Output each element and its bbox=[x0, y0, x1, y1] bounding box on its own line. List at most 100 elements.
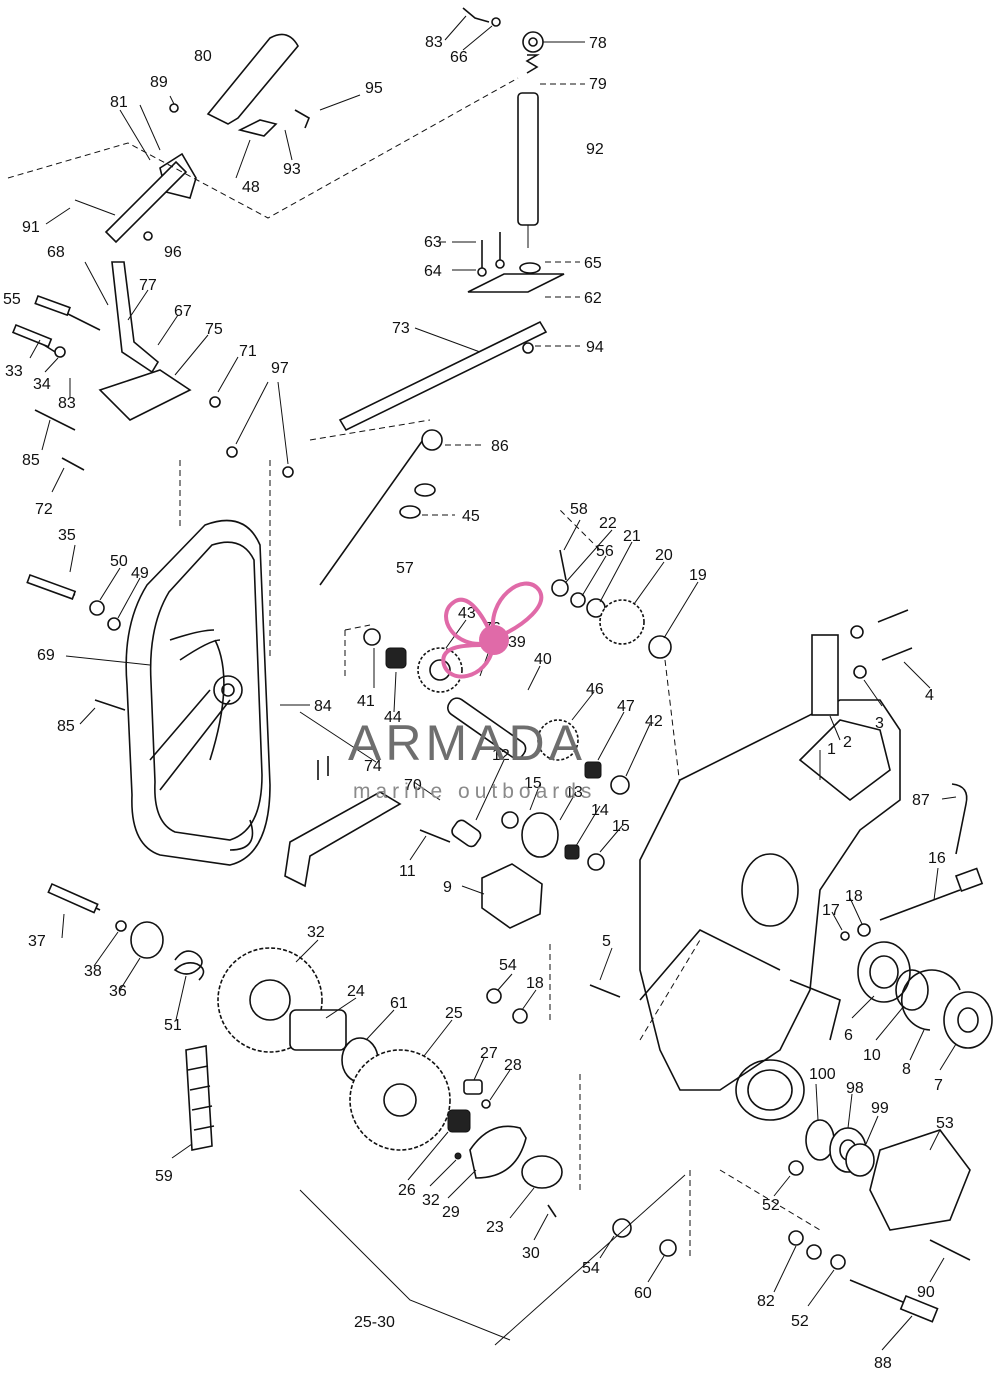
nut-97b bbox=[282, 466, 294, 478]
callout-46: 46 bbox=[586, 681, 604, 698]
rod-end-78 bbox=[522, 31, 544, 53]
main-case-1 bbox=[639, 699, 901, 1121]
bolts-4 bbox=[877, 609, 913, 661]
washer-49 bbox=[107, 617, 121, 631]
shift-shaft-73 bbox=[338, 320, 548, 432]
gear-43 bbox=[417, 647, 463, 693]
callout-28: 28 bbox=[504, 1057, 522, 1074]
bearing-6 bbox=[857, 941, 911, 1003]
callout-60: 60 bbox=[634, 1285, 652, 1302]
clip-93 bbox=[237, 119, 278, 137]
sprocket-46 bbox=[537, 719, 579, 761]
callout-75: 75 bbox=[205, 321, 223, 338]
callout-38: 38 bbox=[84, 963, 102, 980]
callout-84: 84 bbox=[314, 698, 332, 715]
chaincase-cover-69 bbox=[125, 519, 271, 866]
callout-18a: 18 bbox=[845, 888, 863, 905]
callout-41: 41 bbox=[357, 693, 375, 710]
callout-59: 59 bbox=[155, 1168, 173, 1185]
clip-87 bbox=[951, 783, 968, 855]
washer-82b bbox=[806, 1244, 822, 1260]
washer-38 bbox=[115, 920, 127, 932]
callout-64: 64 bbox=[424, 263, 442, 280]
callout-26: 26 bbox=[398, 1182, 416, 1199]
callout-23: 23 bbox=[486, 1219, 504, 1236]
callout-33: 33 bbox=[5, 363, 23, 380]
callout-9: 9 bbox=[443, 879, 452, 896]
pins bbox=[317, 756, 329, 780]
shift-block-75 bbox=[98, 369, 192, 421]
washer-42 bbox=[610, 775, 630, 795]
callout-4: 4 bbox=[925, 687, 934, 704]
callout-52a: 52 bbox=[762, 1197, 780, 1214]
callout-62: 62 bbox=[584, 290, 602, 307]
callout-40: 40 bbox=[534, 651, 552, 668]
bolt-85-lower bbox=[94, 699, 126, 711]
callout-69: 69 bbox=[37, 647, 55, 664]
callout-43: 43 bbox=[458, 605, 476, 622]
callout-88: 88 bbox=[874, 1355, 892, 1372]
bearing-47 bbox=[584, 761, 602, 779]
washer-19 bbox=[648, 635, 672, 659]
washer-18 bbox=[857, 923, 871, 937]
callout-36: 36 bbox=[109, 983, 127, 1000]
callout-15a: 15 bbox=[524, 775, 542, 792]
nut-54a bbox=[486, 988, 502, 1004]
callout-94: 94 bbox=[586, 339, 604, 356]
callout-34: 34 bbox=[33, 376, 51, 393]
callout-90: 90 bbox=[917, 1284, 935, 1301]
spring-79 bbox=[525, 54, 540, 74]
bolt-90 bbox=[929, 1239, 971, 1261]
callout-24: 24 bbox=[347, 983, 365, 1000]
callout-100: 100 bbox=[809, 1066, 836, 1083]
callout-35: 35 bbox=[58, 527, 76, 544]
callout-16: 16 bbox=[928, 850, 946, 867]
callout-44: 44 bbox=[384, 709, 402, 726]
callout-29: 29 bbox=[442, 1204, 460, 1221]
screw-30 bbox=[547, 1204, 557, 1218]
callout-93: 93 bbox=[283, 161, 301, 178]
callout-22: 22 bbox=[599, 515, 617, 532]
pin-95 bbox=[294, 109, 311, 129]
callout-13: 13 bbox=[565, 784, 583, 801]
callout-92: 92 bbox=[586, 141, 604, 158]
callout-91: 91 bbox=[22, 219, 40, 236]
roller-13 bbox=[521, 812, 559, 858]
pin-5 bbox=[589, 984, 621, 998]
callout-5: 5 bbox=[602, 933, 611, 950]
bolt-16 bbox=[879, 889, 961, 921]
washer-34 bbox=[54, 346, 66, 358]
plate-29 bbox=[469, 1125, 527, 1179]
gear-25 bbox=[349, 1049, 451, 1151]
screw-28 bbox=[481, 1099, 491, 1109]
callout-68: 68 bbox=[47, 244, 65, 261]
callout-47: 47 bbox=[617, 698, 635, 715]
tensioner-9 bbox=[481, 863, 543, 929]
callout-42: 42 bbox=[645, 713, 663, 730]
callout-55: 55 bbox=[3, 291, 21, 308]
washer-82a bbox=[788, 1230, 804, 1246]
bearing-44 bbox=[385, 647, 407, 669]
washer-18b bbox=[512, 1008, 528, 1024]
bearing-26 bbox=[447, 1109, 471, 1133]
nut-71 bbox=[209, 396, 221, 408]
washer-3b bbox=[853, 665, 867, 679]
callout-labels: 1 2 3 4 5 6 7 8 9 10 11 12 13 14 15 15 1… bbox=[3, 34, 954, 1372]
callout-2: 2 bbox=[843, 734, 852, 751]
callout-83b: 83 bbox=[58, 395, 76, 412]
bolt-85 bbox=[34, 409, 76, 431]
callout-14: 14 bbox=[591, 802, 609, 819]
screw-89 bbox=[169, 103, 179, 113]
washer-15 bbox=[587, 853, 605, 871]
callout-6: 6 bbox=[844, 1027, 853, 1044]
shift-linkage-group bbox=[7, 7, 585, 660]
callout-20: 20 bbox=[655, 547, 673, 564]
bracket-62 bbox=[467, 273, 565, 293]
washer-17 bbox=[840, 931, 850, 941]
bushing-27 bbox=[463, 1079, 483, 1095]
callout-49: 49 bbox=[131, 565, 149, 582]
leader-lines bbox=[29, 15, 957, 1351]
callout-63: 63 bbox=[424, 234, 442, 251]
tensioner-36 bbox=[130, 921, 164, 959]
